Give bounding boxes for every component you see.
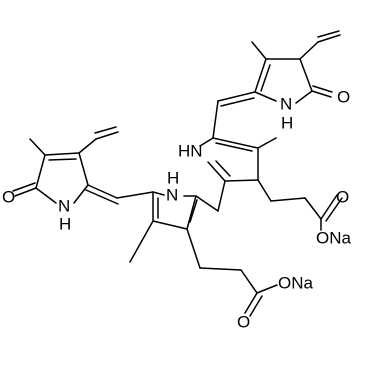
bond-ch-pyrrole <box>212 100 219 139</box>
bond-c4-c5 <box>299 58 313 92</box>
bond-c2-n <box>73 184 89 204</box>
bond-c-d-inner <box>189 199 198 223</box>
left-methine-bridge <box>85 184 154 205</box>
bond-vinyl-2b <box>94 126 117 134</box>
methylene-bridge-b <box>195 195 219 212</box>
bond-methyl <box>257 137 277 149</box>
label-n-left-lactam: N <box>58 197 70 216</box>
label-h-left-pyrrole: H <box>167 169 179 188</box>
bond-c3-c4-inner <box>48 158 77 161</box>
bond-c5-o-a <box>311 90 332 98</box>
bond-c2-c3 <box>78 152 89 186</box>
bond-ch2-1 <box>186 228 201 269</box>
bond-ch2-2 <box>199 267 242 271</box>
bond-ch2-1 <box>257 179 272 202</box>
bond-a-b-inner <box>215 142 253 152</box>
label-n-top: N <box>280 95 292 114</box>
bond-ch2-2 <box>270 197 306 202</box>
bond-co-b <box>325 197 343 222</box>
bond-d-n <box>207 161 226 182</box>
bond-methyl <box>29 138 46 156</box>
top-lactam-ring <box>251 30 341 104</box>
bond-ch-pyrrole <box>116 191 154 199</box>
right-propionate-chain <box>257 179 343 231</box>
label-o-top-right: O <box>337 88 350 107</box>
bond-ch2-c <box>240 269 258 294</box>
bond-c3-c4 <box>44 152 80 156</box>
label-h-left-lactam: H <box>59 215 71 234</box>
bond-c3-c2-inner <box>260 64 271 92</box>
bond-c5-n <box>295 90 313 104</box>
bond-exo-b <box>220 97 255 107</box>
bond-co-a <box>244 292 258 314</box>
bond-b-c <box>152 220 188 230</box>
bond-c-d <box>186 195 197 230</box>
right-pyrrole-ring <box>199 137 277 182</box>
bond-c5-n <box>35 187 57 204</box>
label-o-carbonyl-right: O <box>336 188 349 207</box>
bond-c-ona <box>256 284 278 294</box>
bond-methyl <box>251 41 267 60</box>
bond-exo-b <box>85 189 119 205</box>
bond-methyl <box>129 220 154 263</box>
bond-a-b <box>212 137 259 149</box>
top-methine-bridge <box>212 91 256 139</box>
bond-co-b <box>249 295 263 317</box>
bond-a-n <box>152 191 165 196</box>
bond-c2-n <box>254 91 277 102</box>
label-o-carbonyl-bottom: O <box>237 313 250 332</box>
bond-exo-a <box>217 91 256 102</box>
left-pyrrole-ring <box>129 191 198 263</box>
bond-ch2-c <box>304 197 322 220</box>
bond-c3-c2 <box>254 58 267 93</box>
label-ona-bottom: ONa <box>278 274 314 293</box>
bond-co-a <box>320 194 338 220</box>
bond-c5-o-a <box>14 187 37 197</box>
bond-a-n <box>199 137 214 147</box>
left-lactam-ring <box>12 126 119 204</box>
label-h-top: H <box>281 114 293 133</box>
label-ona-right: ONa <box>316 229 352 248</box>
bottom-propionate-chain <box>186 228 278 317</box>
label-o-left-lactam: O <box>2 188 15 207</box>
bond-vinyl-2a <box>317 34 341 43</box>
bond-vinyl-1 <box>299 41 319 60</box>
bond-exo-a <box>87 184 118 199</box>
bond-c5-o-b <box>12 182 36 192</box>
methylene-bridge-a <box>217 180 226 212</box>
bond-c5-o-b <box>312 85 333 93</box>
bond-vinyl-2b <box>317 30 340 38</box>
bond-c-d <box>224 179 259 182</box>
bond-d-n-inner <box>215 160 231 177</box>
bond-c4-c5 <box>35 154 46 189</box>
bond-vinyl-2a <box>95 131 119 140</box>
label-n-left-pyrrole: N <box>166 186 178 205</box>
label-hn-center: HN <box>178 142 203 161</box>
bond-vinyl-1 <box>78 138 97 154</box>
